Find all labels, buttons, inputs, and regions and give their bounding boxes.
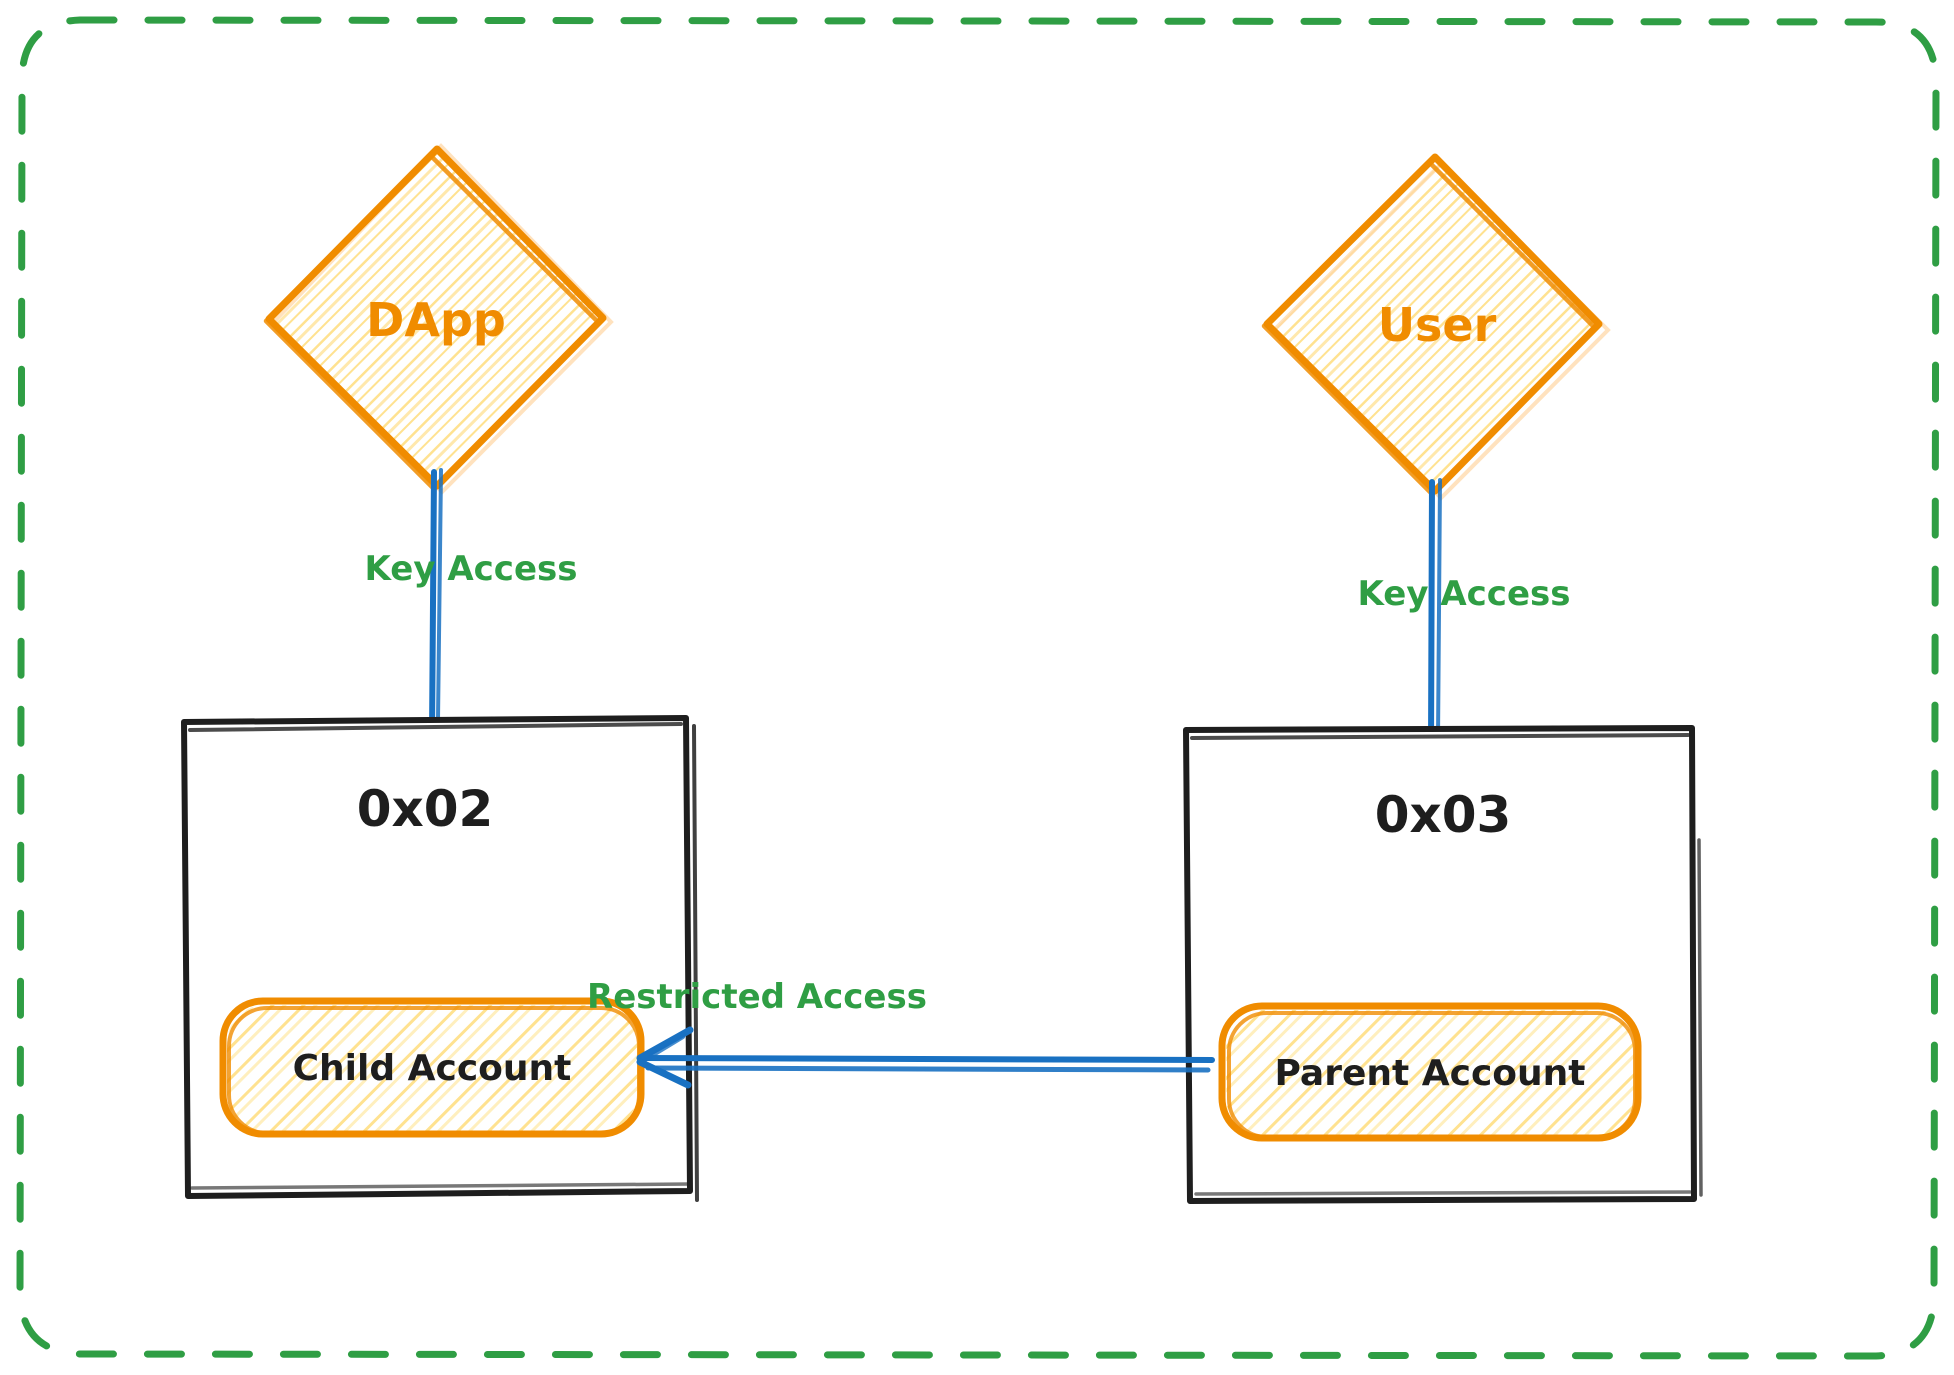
node-child-account[interactable]: Child Account [219,997,645,1138]
node-parent-account[interactable]: Parent Account [1218,1002,1642,1142]
diagram-boundary [16,16,1940,1360]
left-box-title: 0x02 [357,780,494,838]
right-box-title: 0x03 [1375,786,1512,844]
edge-label-restricted-access: Restricted Access [587,977,927,1017]
edge-label-key-access-left: Key Access [365,549,578,589]
edge-user-to-parent[interactable] [1428,478,1442,751]
arrowhead-upper [636,1026,694,1062]
parent-account-label: Parent Account [1275,1053,1586,1094]
edge-label-key-access-right: Key Access [1358,574,1571,614]
node-dapp[interactable]: DApp [263,143,614,495]
edge-dapp-to-child[interactable] [429,468,443,738]
node-dapp-label: DApp [366,293,506,347]
arrowhead-lower [636,1058,692,1089]
child-account-label: Child Account [293,1048,572,1089]
edge-parent-to-child[interactable] [636,1026,1215,1089]
node-user-label: User [1378,298,1497,352]
node-user[interactable]: User [1261,153,1611,501]
